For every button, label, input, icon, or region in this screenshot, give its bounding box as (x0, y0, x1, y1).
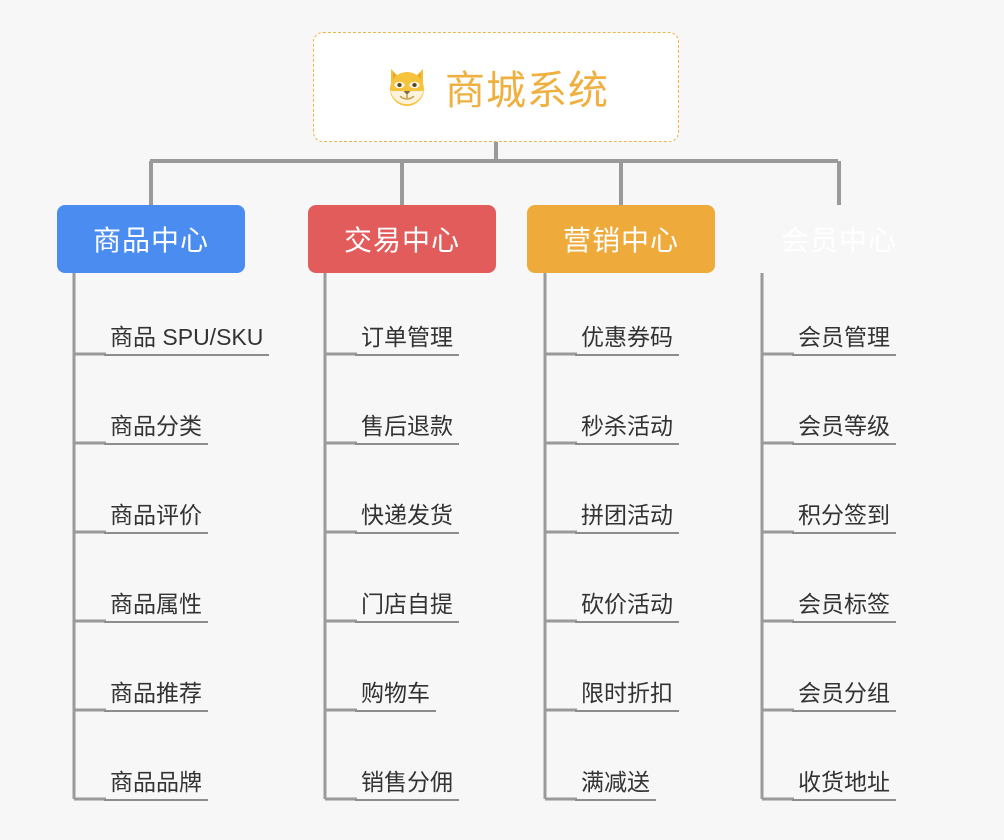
leaf-item[interactable]: 订单管理 (355, 318, 459, 356)
leaf-item[interactable]: 商品分类 (104, 407, 208, 445)
leaf-item[interactable]: 售后退款 (355, 407, 459, 445)
leaf-item[interactable]: 门店自提 (355, 585, 459, 623)
leaf-item[interactable]: 商品 SPU/SKU (104, 318, 270, 356)
leaf-item-label: 会员分组 (792, 680, 896, 712)
leaf-item-label: 商品分类 (104, 413, 208, 445)
leaf-item[interactable]: 销售分佣 (355, 763, 459, 801)
leaf-item[interactable]: 优惠券码 (575, 318, 679, 356)
leaf-item-label: 会员等级 (792, 413, 896, 445)
leaf-item-label: 会员管理 (792, 324, 896, 356)
root-node[interactable]: 商城系统 (313, 32, 679, 142)
shiba-dog-face-icon (383, 63, 431, 111)
leaf-item[interactable]: 秒杀活动 (575, 407, 679, 445)
leaf-item[interactable]: 购物车 (355, 674, 436, 712)
category-header-2[interactable]: 交易中心 (308, 205, 496, 273)
leaf-item[interactable]: 商品评价 (104, 496, 208, 534)
leaf-item-label: 销售分佣 (355, 769, 459, 801)
leaf-item-label: 收货地址 (792, 769, 896, 801)
leaf-item[interactable]: 限时折扣 (575, 674, 679, 712)
category-label: 商品中心 (92, 225, 209, 256)
leaf-item-label: 商品推荐 (104, 680, 208, 712)
leaf-item[interactable]: 快递发货 (355, 496, 459, 534)
leaf-item-label: 商品评价 (104, 502, 208, 534)
leaf-item[interactable]: 收货地址 (792, 763, 896, 801)
leaf-item-label: 商品品牌 (104, 769, 208, 801)
leaf-item[interactable]: 拼团活动 (575, 496, 679, 534)
category-label: 交易中心 (343, 225, 460, 256)
leaf-item[interactable]: 会员标签 (792, 585, 896, 623)
leaf-item-label: 拼团活动 (575, 502, 679, 534)
category-header-4[interactable]: 会员中心 (745, 205, 933, 273)
leaf-item-label: 限时折扣 (575, 680, 679, 712)
leaf-item-label: 售后退款 (355, 413, 459, 445)
leaf-item-label: 满减送 (575, 769, 656, 801)
leaf-item-label: 秒杀活动 (575, 413, 679, 445)
root-title: 商城系统 (445, 69, 609, 113)
leaf-item[interactable]: 砍价活动 (575, 585, 679, 623)
leaf-item-label: 积分签到 (792, 502, 896, 534)
leaf-item[interactable]: 会员管理 (792, 318, 896, 356)
leaf-item-label: 购物车 (355, 680, 436, 712)
leaf-item[interactable]: 会员等级 (792, 407, 896, 445)
leaf-item[interactable]: 商品品牌 (104, 763, 208, 801)
leaf-item-label: 优惠券码 (575, 324, 679, 356)
leaf-item-label: 会员标签 (792, 591, 896, 623)
leaf-item[interactable]: 满减送 (575, 763, 656, 801)
category-header-3[interactable]: 营销中心 (527, 205, 715, 273)
leaf-item-label: 门店自提 (355, 591, 459, 623)
leaf-item-label: 快递发货 (355, 502, 459, 534)
leaf-item[interactable]: 会员分组 (792, 674, 896, 712)
category-label: 营销中心 (562, 225, 679, 256)
leaf-item-label: 砍价活动 (575, 591, 679, 623)
leaf-item[interactable]: 商品推荐 (104, 674, 208, 712)
category-label: 会员中心 (780, 225, 897, 256)
category-header-1[interactable]: 商品中心 (57, 205, 245, 273)
leaf-item-label: 订单管理 (355, 324, 459, 356)
leaf-item[interactable]: 商品属性 (104, 585, 208, 623)
leaf-item-label: 商品属性 (104, 591, 208, 623)
leaf-item[interactable]: 积分签到 (792, 496, 896, 534)
leaf-item-label: 商品 SPU/SKU (104, 324, 270, 356)
